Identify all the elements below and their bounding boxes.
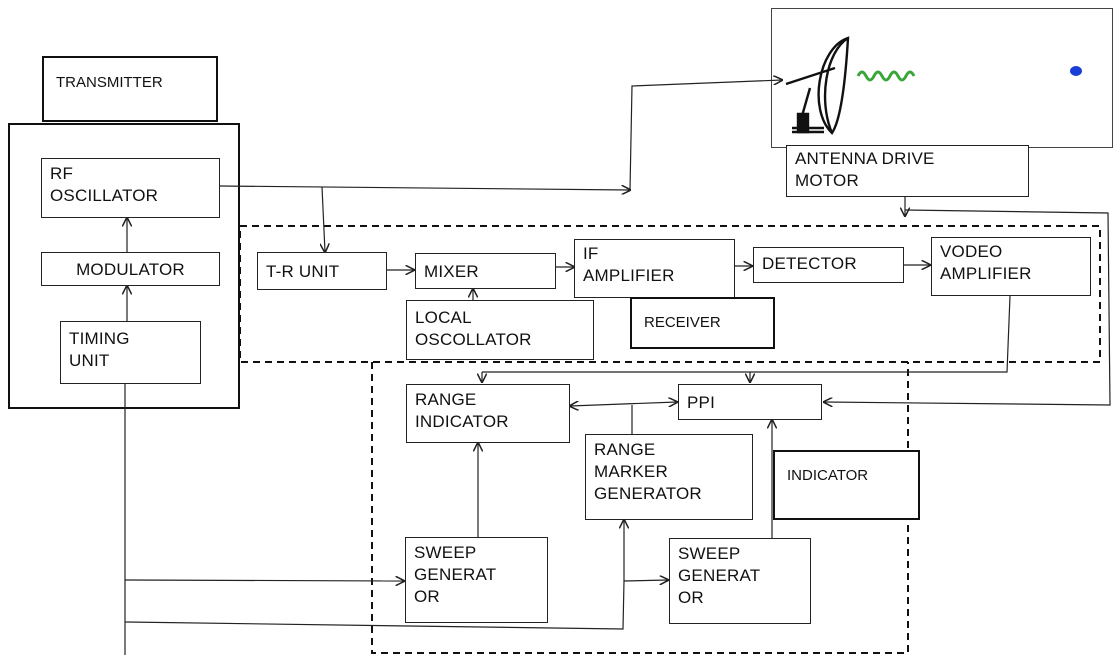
indicator-label: INDICATOR <box>773 450 920 520</box>
range-ppi-link <box>570 402 677 406</box>
if-amplifier-block: IF AMPLIFIER <box>574 239 735 298</box>
video-to-indicators-line <box>482 295 1011 373</box>
mixer-block: MIXER <box>415 253 556 289</box>
dish-antenna-icon <box>785 36 850 135</box>
radio-wave-icon <box>856 70 916 82</box>
receiver-region <box>239 225 1101 363</box>
rf-to-tr-line <box>322 186 325 252</box>
ppi-block: PPI <box>678 384 822 420</box>
local-oscillator-block: LOCAL OSCOLLATOR <box>406 300 594 360</box>
receiver-label: RECEIVER <box>630 297 775 349</box>
range-marker-generator-block: RANGE MARKER GENERATOR <box>585 434 753 520</box>
rf-to-antenna-line <box>219 186 630 190</box>
transmitter-label: TRANSMITTER <box>42 56 218 122</box>
modulator-block: MODULATOR <box>41 252 220 286</box>
target-dot-icon <box>1070 66 1082 76</box>
sweep-generator-right-block: SWEEP GENERAT OR <box>669 538 811 624</box>
detector-block: DETECTOR <box>753 247 904 283</box>
tr-unit-block: T-R UNIT <box>257 252 387 290</box>
sweep-generator-left-block: SWEEP GENERAT OR <box>405 537 548 623</box>
timing-to-sweep-right <box>124 580 668 630</box>
timing-to-sweep-left <box>124 580 404 581</box>
antenna-drive-motor-block: ANTENNA DRIVE MOTOR <box>786 145 1029 197</box>
motor-loop-line <box>824 209 1111 405</box>
timing-unit-block: TIMING UNIT <box>60 321 201 384</box>
video-amplifier-block: VODEO AMPLIFIER <box>931 237 1091 296</box>
rf-oscillator-block: RF OSCILLATOR <box>41 158 220 218</box>
rf-to-antenna-up <box>629 80 782 191</box>
transmitter-box <box>8 123 240 409</box>
range-indicator-block: RANGE INDICATOR <box>406 384 570 443</box>
